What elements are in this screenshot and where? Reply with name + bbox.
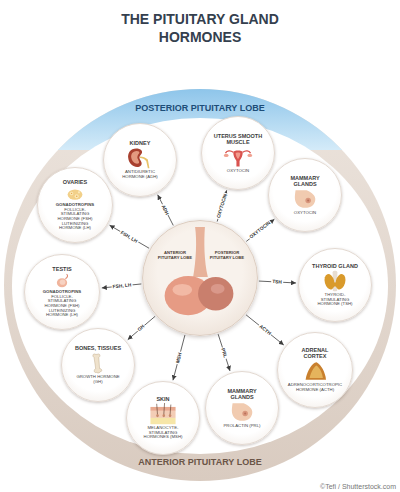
arrow-label: MSH: [175, 351, 183, 365]
anterior-band-shape: [4, 89, 396, 481]
organ-name: SKIN: [156, 396, 169, 402]
hormone-name: FOLLICLE-STIMULATING HORMONE (FSH) LUTEI…: [51, 208, 99, 232]
organ-circle: UTERUS SMOOTH MUSCLE OXYTOCIN: [201, 116, 275, 190]
connector-arrow: [218, 334, 230, 371]
hormone-name: MELANOCYTE-STIMULATING HORMONES (MSH): [139, 426, 187, 440]
hormone-name: OXYTOCIN: [227, 169, 249, 174]
connector-arrow: [173, 335, 185, 380]
organ-name: MAMMARY GLANDS: [280, 175, 330, 187]
hormone-name: FOLLICLE-STIMULATING HORMONE (FSH) LUTEI…: [38, 295, 86, 319]
lobe-band: POSTERIOR PITUITARY LOBE: [135, 104, 264, 113]
arrow-label: PRL: [220, 346, 229, 359]
pituitary-circle: ANTERIOR PITUITARY LOBE POSTERIOR PITUITA…: [142, 220, 258, 336]
organ-name: UTERUS SMOOTH MUSCLE: [213, 133, 263, 145]
organ-circle: KIDNEY ANTIDIURETIC HORMONE (ADH): [103, 123, 177, 197]
band-label: ANTERIOR PITUITARY LOBE: [138, 458, 261, 467]
arrow-label: GH: [136, 323, 146, 333]
hormone-name: PROLACTIN (PRL): [223, 424, 260, 429]
organ-circle: BONES, TISSUES GROWTH HORMONE (GH): [61, 328, 135, 402]
organ-circle: MAMMARY GLANDS OXYTOCIN: [268, 158, 342, 232]
organ-name: OVARIES: [63, 179, 87, 185]
arrow-label: FSH, LH: [111, 282, 132, 289]
connector-arrow: [158, 195, 174, 226]
organ-illustration: [78, 352, 118, 374]
connector-arrow: [128, 316, 155, 339]
hormone-name: THYROID-STIMULATING HORMONE (TSH): [311, 293, 359, 307]
organ-circle: SKIN MELANOCYTE-STIMULATING HORMONES (MSH…: [126, 381, 200, 455]
title: THE PITUITARY GLAND HORMONES: [110, 11, 290, 46]
connector-arrow: [246, 219, 274, 241]
organ-circle: MAMMARY GLANDS PROLACTIN (PRL): [205, 371, 279, 445]
organ-illustration: [222, 401, 262, 423]
posterior-band-shape: [4, 89, 396, 150]
organ-circle: ADRENAL CORTEX ADRENOCORTICOTROPIC HORMON…: [277, 332, 353, 408]
hormone-name: OXYTOCIN: [294, 211, 316, 216]
organ-name: THYROID GLAND: [312, 263, 358, 269]
organ-name: MAMMARY GLANDS: [217, 388, 267, 400]
organ-circle: TESTISGONADOTROPINSFOLLICLE-STIMULATING …: [24, 254, 100, 330]
organ-name: TESTIS: [52, 266, 71, 272]
organ-illustration: [285, 188, 325, 210]
connector-arrow: [110, 225, 150, 248]
organ-illustration: [42, 273, 82, 289]
organ-circle: OVARIESGONADOTROPINSFOLLICLE-STIMULATING…: [37, 167, 113, 243]
lobe-band: ANTERIOR PITUITARY LOBE: [138, 458, 261, 467]
organ-illustration: [143, 403, 183, 425]
organ-name: KIDNEY: [130, 140, 151, 146]
hormone-name: GROWTH HORMONE (GH): [74, 375, 122, 384]
lobe-label: POSTERIOR PITUITARY LOBE: [209, 251, 245, 260]
pituitary-illustration: [143, 221, 257, 335]
organ-illustration: [120, 147, 160, 169]
connector-arrow: [246, 315, 284, 345]
organ-illustration: [295, 360, 335, 382]
organ-name: BONES, TISSUES: [75, 345, 121, 351]
organ-illustration: [218, 146, 258, 168]
organ-illustration: [55, 186, 95, 202]
arrow-label: ADH: [160, 203, 170, 216]
arrow-label: OXYTOCIN: [248, 220, 272, 241]
arrow-label: TSH: [272, 279, 284, 285]
hormone-name: ADRENOCORTICOTROPIC HORMONE (ACTH): [288, 383, 342, 392]
band-label: POSTERIOR PITUITARY LOBE: [135, 104, 264, 113]
hormone-name: ANTIDIURETIC HORMONE (ADH): [116, 170, 164, 179]
arrow-label: ACTH: [257, 323, 272, 337]
watermark: ©Tefi / Shutterstock.com: [320, 483, 396, 490]
inner-ground: [12, 118, 388, 454]
arrow-label: FSH, LH: [119, 229, 139, 244]
lobe-label: ANTERIOR PITUITARY LOBE: [157, 251, 193, 260]
organ-illustration: [315, 270, 355, 292]
organ-circle: THYROID GLAND THYROID-STIMULATING HORMONE…: [298, 248, 372, 322]
organ-name: ADRENAL CORTEX: [290, 347, 340, 359]
arrow-label: OXYTOCIN: [215, 192, 228, 219]
